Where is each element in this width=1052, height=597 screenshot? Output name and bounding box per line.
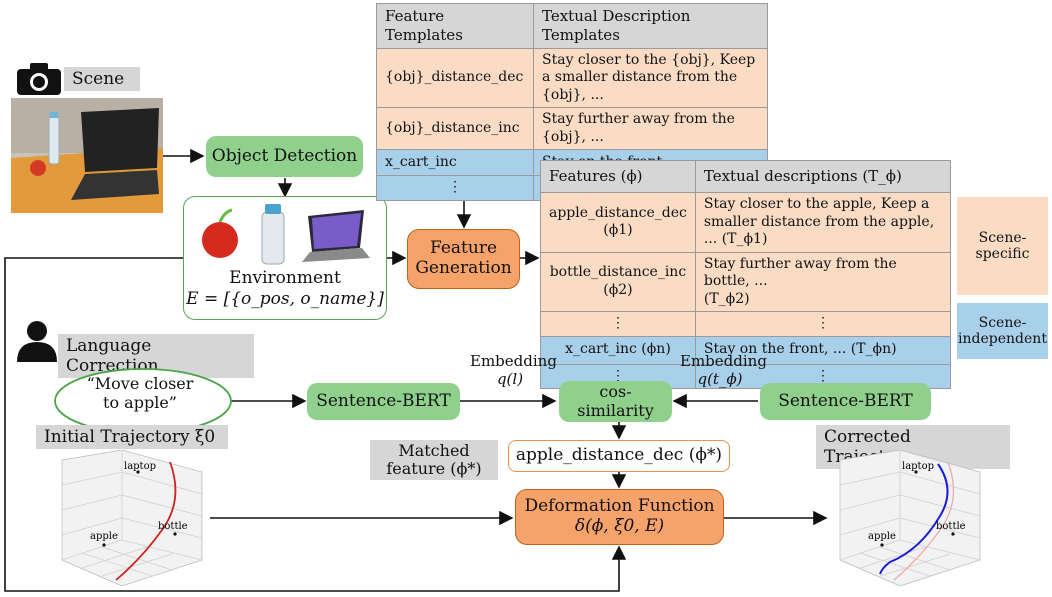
table-cell: ⋮ bbox=[376, 175, 534, 201]
table-cell: ⋮ bbox=[540, 311, 696, 337]
feature-name: bottle_distance_inc bbox=[549, 264, 687, 281]
initial-trajectory-label: Initial Trajectory ξ0 bbox=[36, 425, 228, 449]
feature-symbol: (ϕ1) bbox=[603, 222, 633, 239]
features-table: Features (ϕ) Textual descriptions (T_ϕ) … bbox=[540, 160, 952, 389]
environment-formula: E = [{o_pos, o_name}] bbox=[186, 289, 384, 309]
templates-header-textual: Textual Description Templates bbox=[533, 3, 768, 49]
feature-name: apple_distance_dec bbox=[549, 204, 687, 221]
corrected-trajectory-line bbox=[879, 463, 949, 575]
feature-generation-node: Feature Generation bbox=[407, 229, 520, 289]
table-cell: x_cart_inc (ϕn) bbox=[540, 335, 696, 365]
scene-independent-label: Scene-independent bbox=[957, 303, 1048, 359]
table-cell: x_cart_inc bbox=[376, 149, 534, 176]
environment-label: Environment bbox=[229, 268, 341, 288]
cos-similarity-node: cos- similarity bbox=[559, 381, 672, 422]
matched-feature-line1: Matched bbox=[398, 440, 470, 460]
plot-label-apple: apple bbox=[90, 531, 118, 542]
table-row: apple_distance_dec(ϕ1) Stay closer to th… bbox=[540, 192, 952, 253]
plot-label-laptop: laptop bbox=[902, 461, 934, 472]
environment-objects-icon bbox=[202, 204, 370, 265]
feature-name: x_cart_inc bbox=[565, 341, 637, 358]
cos-similarity-line2: similarity bbox=[577, 400, 654, 420]
embedding-left: Embedding q(l) bbox=[470, 352, 557, 388]
table-row: x_cart_inc (ϕn) Stay on the front, ... (… bbox=[540, 335, 952, 365]
table-cell: apple_distance_dec(ϕ1) bbox=[540, 192, 696, 253]
feature-symbol: (ϕn) bbox=[641, 341, 671, 358]
object-detection-node: Object Detection bbox=[206, 136, 363, 177]
embedding-left-expr: q(l) bbox=[496, 370, 524, 388]
feature-symbol: (ϕ2) bbox=[603, 281, 633, 298]
matched-feature-line2: feature (ϕ*) bbox=[386, 459, 482, 478]
feature-description-symbol: (T_ϕ2) bbox=[703, 290, 750, 307]
table-row: {obj}_distance_inc Stay further away fro… bbox=[376, 107, 768, 150]
embedding-right-label: Embedding bbox=[680, 352, 767, 370]
feature-generation-line1: Feature bbox=[429, 238, 498, 259]
feature-generation-line2: Generation bbox=[415, 258, 512, 278]
table-row: ⋮ ⋮ bbox=[540, 311, 952, 337]
embedding-right-expr: q(t_ϕ) bbox=[697, 370, 743, 388]
sentence-bert-right-node: Sentence-BERT bbox=[760, 383, 931, 420]
scene-photo bbox=[11, 98, 163, 213]
plot-label-bottle: bottle bbox=[158, 521, 188, 532]
embedding-left-label: Embedding bbox=[470, 352, 557, 370]
plot-label-laptop: laptop bbox=[124, 461, 156, 472]
table-cell: ⋮ bbox=[694, 311, 952, 337]
person-icon bbox=[17, 321, 57, 362]
deformation-line2: δ(ϕ, ξ0, E) bbox=[574, 516, 665, 536]
table-cell: Stay further away from the bottle, ...(T… bbox=[694, 251, 952, 312]
language-correction-label: Language Correction bbox=[58, 334, 254, 378]
table-cell: bottle_distance_inc(ϕ2) bbox=[540, 251, 696, 312]
utterance-text: “Move closer to apple” bbox=[86, 374, 194, 413]
sentence-bert-left-node: Sentence-BERT bbox=[307, 383, 460, 420]
templates-header-feature: Feature Templates bbox=[376, 3, 534, 49]
feature-description-symbol: (T_ϕ1) bbox=[721, 231, 768, 247]
cos-similarity-line1: cos- bbox=[599, 382, 632, 402]
table-cell: {obj}_distance_dec bbox=[376, 47, 534, 108]
trajectory-line bbox=[115, 461, 177, 581]
feature-description-symbol: (T_ϕn) bbox=[850, 341, 897, 358]
matched-feature-label: Matched feature (ϕ*) bbox=[370, 440, 498, 480]
feature-description: Stay on the front, ... bbox=[703, 341, 847, 358]
deformation-function-node: Deformation Function δ(ϕ, ξ0, E) bbox=[515, 489, 724, 545]
table-cell: {obj}_distance_inc bbox=[376, 107, 534, 150]
initial-trajectory-plot: laptop bottle apple bbox=[61, 450, 203, 586]
table-cell: Stay closer to the {obj}, Keep a smaller… bbox=[533, 47, 768, 108]
features-header-feature: Features (ϕ) bbox=[540, 160, 696, 193]
table-cell: Stay on the front, ... (T_ϕn) bbox=[694, 335, 952, 365]
original-trajectory-line bbox=[893, 461, 954, 581]
scene-specific-label: Scene-specific bbox=[957, 197, 1048, 295]
embedding-right: Embedding q(t_ϕ) bbox=[680, 352, 767, 388]
table-row: {obj}_distance_dec Stay closer to the {o… bbox=[376, 47, 768, 108]
feature-description: Stay further away from the bottle, ... bbox=[703, 255, 897, 290]
features-header-textual: Textual descriptions (T_ϕ) bbox=[694, 160, 952, 193]
feature-templates-table: Feature Templates Textual Description Te… bbox=[376, 3, 768, 201]
matched-feature-value: apple_distance_dec (ϕ*) bbox=[508, 440, 730, 472]
camera-icon bbox=[17, 63, 61, 95]
plot-label-apple: apple bbox=[868, 531, 896, 542]
table-row: bottle_distance_inc(ϕ2) Stay further awa… bbox=[540, 251, 952, 312]
arrow-environment-loop-to-deformation bbox=[4, 257, 627, 592]
feature-description: Stay closer to the apple, Keep a smaller… bbox=[703, 196, 935, 247]
plot-label-bottle: bottle bbox=[936, 521, 966, 532]
scene-label: Scene bbox=[64, 67, 140, 91]
table-cell: Stay further away from the {obj}, ... bbox=[533, 107, 768, 150]
deformation-line1: Deformation Function bbox=[524, 496, 715, 517]
table-cell: Stay closer to the apple, Keep a smaller… bbox=[694, 192, 952, 253]
corrected-trajectory-plot: laptop bottle apple bbox=[839, 450, 981, 586]
